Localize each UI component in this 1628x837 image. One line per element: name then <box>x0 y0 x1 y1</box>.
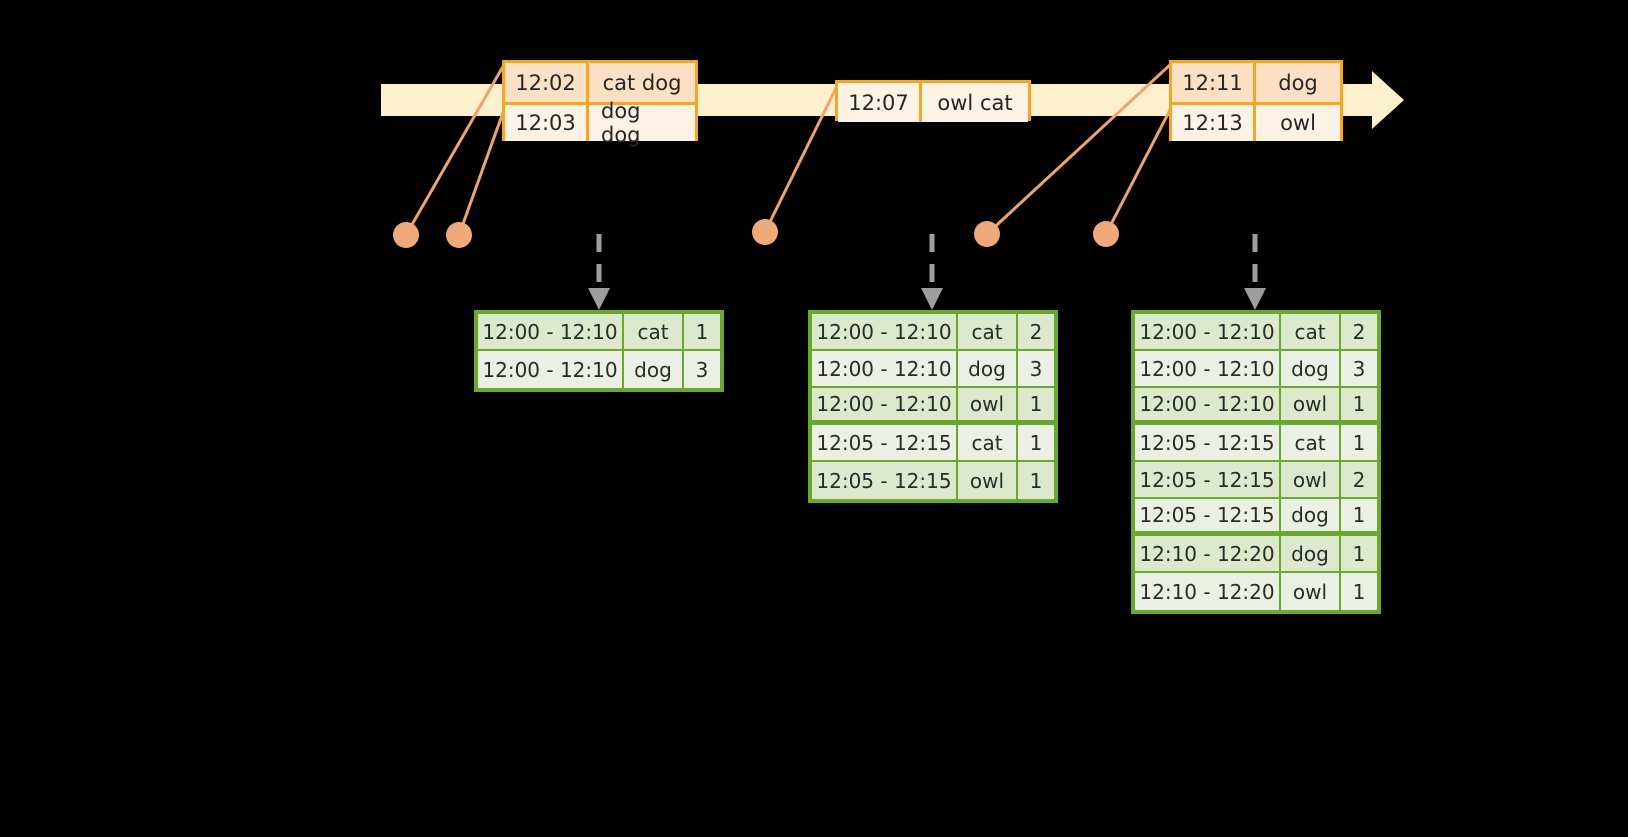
event-words: cat dog <box>602 70 682 95</box>
cell-count: 1 <box>1029 392 1043 416</box>
cell-count: 1 <box>1352 579 1366 604</box>
connector-dot-5 <box>1093 221 1119 247</box>
cell-key: cat <box>958 425 1018 460</box>
cell-window: 12:00 - 12:10 <box>812 351 958 386</box>
cell-window: 12:05 - 12:15 <box>1135 462 1281 497</box>
cell-key: owl <box>958 388 1018 420</box>
event-words: owl <box>1280 111 1316 135</box>
cell-window: 12:00 - 12:10 <box>478 351 624 388</box>
cell-window: 12:00 - 12:10 <box>1135 388 1281 420</box>
cell-count: 1 <box>1352 392 1366 416</box>
dashed-arrow-1 <box>588 234 610 310</box>
connector-dot-2 <box>446 222 472 248</box>
cell-key: owl <box>958 462 1018 499</box>
cell-key: owl <box>1281 462 1341 497</box>
cell-window: 12:00 - 12:10 <box>1135 351 1281 386</box>
event-group-1[interactable]: 12:02 cat dog 12:03 dog dog <box>502 60 698 147</box>
cell-window: 12:00 - 12:10 <box>478 314 624 349</box>
cell-window: 12:05 - 12:15 <box>1135 499 1281 531</box>
cell-key: dog <box>1281 499 1341 531</box>
dashed-arrow-3 <box>1244 234 1266 310</box>
cell-window: 12:00 - 12:10 <box>812 388 958 420</box>
cell-count: 1 <box>1352 430 1366 455</box>
event-group-3[interactable]: 12:11 dog 12:13 owl <box>1169 60 1343 141</box>
cell-count: 2 <box>1029 319 1043 344</box>
cell-count: 1 <box>1029 468 1043 493</box>
event-group-2[interactable]: 12:07 owl cat <box>835 80 1031 122</box>
event-time: 12:02 <box>505 63 589 102</box>
cell-key: owl <box>1281 573 1341 610</box>
cell-count: 1 <box>1352 503 1366 527</box>
cell-count: 3 <box>1029 356 1043 381</box>
cell-count: 3 <box>1352 356 1366 381</box>
cell-key: cat <box>958 314 1018 349</box>
cell-key: cat <box>1281 425 1341 460</box>
timeline-arrow-head <box>1372 71 1404 129</box>
cell-window: 12:05 - 12:15 <box>812 425 958 460</box>
cell-key: cat <box>1281 314 1341 349</box>
connector-line-2 <box>457 106 507 236</box>
cell-window: 12:05 - 12:15 <box>812 462 958 499</box>
connector-dot-4 <box>974 221 1000 247</box>
cell-window: 12:00 - 12:10 <box>1135 314 1281 349</box>
cell-window: 12:00 - 12:10 <box>812 314 958 349</box>
event-words: dog <box>1278 70 1318 95</box>
cell-key: cat <box>624 314 684 349</box>
cell-window: 12:05 - 12:15 <box>1135 425 1281 460</box>
cell-key: dog <box>1281 351 1341 386</box>
dashed-arrow-2 <box>921 234 943 310</box>
cell-count: 2 <box>1352 319 1366 344</box>
cell-window: 12:10 - 12:20 <box>1135 536 1281 571</box>
cell-key: dog <box>958 351 1018 386</box>
connector-dot-1 <box>393 222 419 248</box>
cell-key: owl <box>1281 388 1341 420</box>
event-time: 12:03 <box>505 105 589 141</box>
cell-count: 1 <box>1029 430 1043 455</box>
event-row[interactable]: 12:03 dog dog <box>505 99 695 147</box>
event-row[interactable]: 12:11 dog <box>1172 63 1340 102</box>
connector-line-5 <box>1104 105 1174 235</box>
cell-key: dog <box>1281 536 1341 571</box>
event-words: owl cat <box>937 90 1013 115</box>
event-row[interactable]: 12:07 owl cat <box>838 83 1028 122</box>
cell-count: 2 <box>1352 467 1366 492</box>
event-time: 12:11 <box>1172 63 1256 102</box>
connector-dot-3 <box>752 219 778 245</box>
event-time: 12:13 <box>1172 105 1256 141</box>
event-time: 12:07 <box>838 83 922 122</box>
event-words: dog dog <box>601 99 641 147</box>
cell-count: 3 <box>695 357 709 382</box>
event-row[interactable]: 12:13 owl <box>1172 102 1340 141</box>
cell-key: dog <box>624 351 684 388</box>
cell-count: 1 <box>695 319 709 344</box>
event-row[interactable]: 12:02 cat dog <box>505 63 695 102</box>
cell-count: 1 <box>1352 541 1366 566</box>
cell-window: 12:10 - 12:20 <box>1135 573 1281 610</box>
